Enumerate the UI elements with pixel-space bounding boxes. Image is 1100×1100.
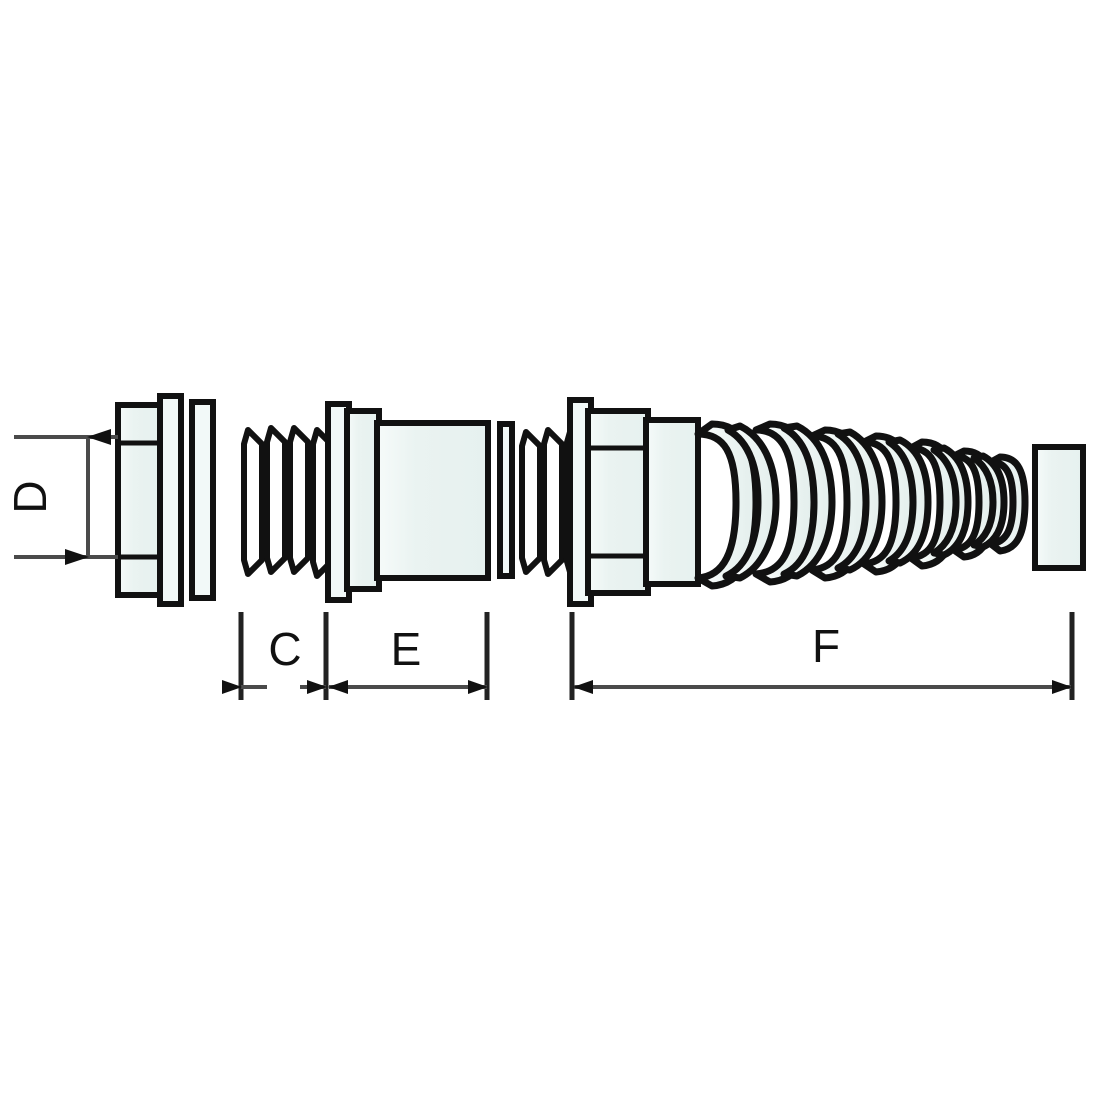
dimension-F-label: F [812,620,840,672]
auger-back-lobe-4 [885,436,932,567]
part-threaded-stud [241,401,491,603]
auger-hex-nut [585,408,651,596]
dimension-D: D [4,429,118,565]
hex-nut-outline [115,402,165,598]
thread-profile-2 [264,425,288,575]
part-hex-nut-assembly [115,393,216,607]
auger-back-lobe-5 [930,444,972,559]
dimension-C-label: C [268,623,301,675]
dimension-E-label: E [391,623,422,675]
dimension-D-label: D [4,480,56,513]
thread-profile-1 [241,427,265,577]
auger-end-block [1032,444,1086,571]
auger-back-lobe-2 [780,422,836,580]
auger-hex-nut-outline [585,408,651,596]
thread-profile-3 [287,425,311,575]
auger-back-lobe-6 [970,452,1008,551]
auger-lead-washer [497,421,515,579]
thread-profile-2 [541,427,565,577]
auger-helical-flights [694,420,1029,590]
auger-back-lobe-3 [834,428,886,574]
hex-nut-flange-plate [157,393,184,607]
dimension-C: C [222,612,329,700]
hex-nut-body [115,402,165,598]
thread-profile-1 [519,429,543,575]
dimension-F: F [569,612,1075,700]
auger-flights-back-lobes [722,422,1008,582]
stud-cylindrical-body [374,420,491,581]
part-auger-screw [497,397,1086,607]
dimension-E: E [328,612,490,700]
separate-washer [189,399,216,601]
stud-thread-profiles [241,425,334,579]
auger-flight-7 [987,453,1029,555]
auger-back-lobe-1 [722,422,780,582]
auger-shank [643,417,701,587]
